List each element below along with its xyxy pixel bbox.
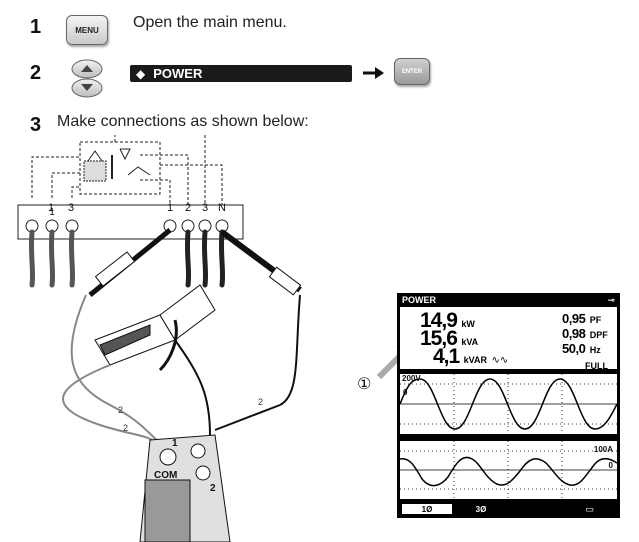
voltage-trace-panel: 200V 0 (399, 374, 618, 434)
cable-mark-3: 2 (258, 397, 263, 407)
terminal-label-left-3: 3 (68, 202, 75, 214)
scope-screen: POWER ⊸ 14,9 kW 15,6 kVA 4,1 kVAR ∿∿ 0,9… (397, 293, 620, 518)
kva-value: 15,6 (420, 327, 458, 350)
current-zero-label: 0 (608, 461, 613, 470)
step-2-number: 2 (30, 62, 42, 84)
softkey-3-phase[interactable]: 3Ø (456, 504, 506, 514)
dpf-value: 0,98 (562, 326, 586, 341)
current-clamp (62, 284, 216, 444)
connection-diagram: 1 2 2 2 2 (17, 135, 302, 542)
kw-unit: kW (461, 319, 475, 329)
hz-value: 50,0 (562, 341, 586, 356)
softkey-bar: 1Ø 3Ø ▭ (400, 503, 617, 515)
reference-probe (70, 228, 172, 444)
softkey-4[interactable]: ▭ (564, 504, 615, 514)
softkey-1-label: 1Ø (421, 504, 433, 514)
softkey-3[interactable] (510, 504, 560, 514)
kw-value: 14,9 (420, 309, 458, 332)
meter-label-com: COM (154, 470, 177, 481)
callout-marker: ① (357, 376, 372, 393)
step-1-number: 1 (30, 16, 42, 38)
pf-unit: PF (589, 315, 602, 325)
pf-value: 0,95 (562, 311, 586, 326)
kvar-unit: kVAR (463, 355, 487, 365)
voltage-probe (214, 229, 302, 431)
up-down-arrow-keys[interactable] (70, 58, 104, 98)
current-scale-label: 100A (593, 445, 613, 454)
enter-key[interactable]: ENTER (394, 58, 430, 85)
load-symbols (83, 148, 151, 182)
terminal-label-l1: 1 (49, 207, 55, 218)
dpf-unit: DPF (589, 330, 608, 340)
current-waveform (399, 441, 618, 499)
readings-panel: 14,9 kW 15,6 kVA 4,1 kVAR ∿∿ 0,95 PF 0,9… (400, 307, 617, 371)
menu-item-power-label: POWER (153, 66, 203, 81)
meter-label-input1: 1 (172, 438, 178, 449)
cable-mark-1: 2 (118, 405, 123, 415)
cables-left (28, 229, 76, 288)
diamond-icon: ◆ (136, 66, 146, 81)
step-3-text: Make connections as shown below: (57, 113, 309, 130)
kvar-value: 4,1 (433, 345, 460, 368)
voltage-zero-label: 0 (403, 388, 408, 397)
voltage-scale-label: 200V (402, 374, 421, 383)
step-1-text: Open the main menu. (133, 14, 287, 31)
terminal-label-right-2: 2 (185, 202, 192, 214)
step-3-number: 3 (30, 114, 42, 136)
scope-meter (139, 434, 231, 542)
scope-title: POWER (402, 295, 437, 305)
menu-key[interactable]: MENU (66, 15, 108, 45)
voltage-waveform (399, 374, 618, 434)
arrow-right-icon (361, 64, 385, 87)
arrow-keys-icon (71, 59, 103, 98)
enter-key-label: ENTER (401, 68, 423, 75)
terminal-label-right-3: 3 (202, 202, 209, 214)
terminal-label-right-n: N (218, 202, 226, 214)
battery-plug-icon: ⊸ (607, 295, 615, 305)
wave-symbol-icon: ∿∿ (491, 355, 509, 366)
hz-unit: Hz (589, 345, 601, 355)
terminal-label-left-1: 1 (48, 202, 55, 214)
kva-unit: kVA (461, 337, 479, 347)
menu-item-power[interactable]: ◆ POWER (130, 65, 352, 82)
softkey-1-phase[interactable]: 1Ø (402, 504, 452, 514)
softkey-3-label: 3Ø (475, 504, 487, 514)
menu-key-label: MENU (75, 25, 99, 35)
terminal-label-right-1: 1 (167, 202, 174, 214)
dashed-wiring (31, 135, 223, 205)
window-icon: ▭ (585, 503, 594, 514)
cables-right (184, 229, 226, 288)
range-label: FULL (585, 361, 608, 371)
scope-header: POWER ⊸ (398, 294, 619, 306)
cable-mark-2: 2 (123, 423, 128, 433)
current-trace-panel: 100A 0 (399, 441, 618, 499)
meter-label-input2: 2 (210, 483, 216, 494)
